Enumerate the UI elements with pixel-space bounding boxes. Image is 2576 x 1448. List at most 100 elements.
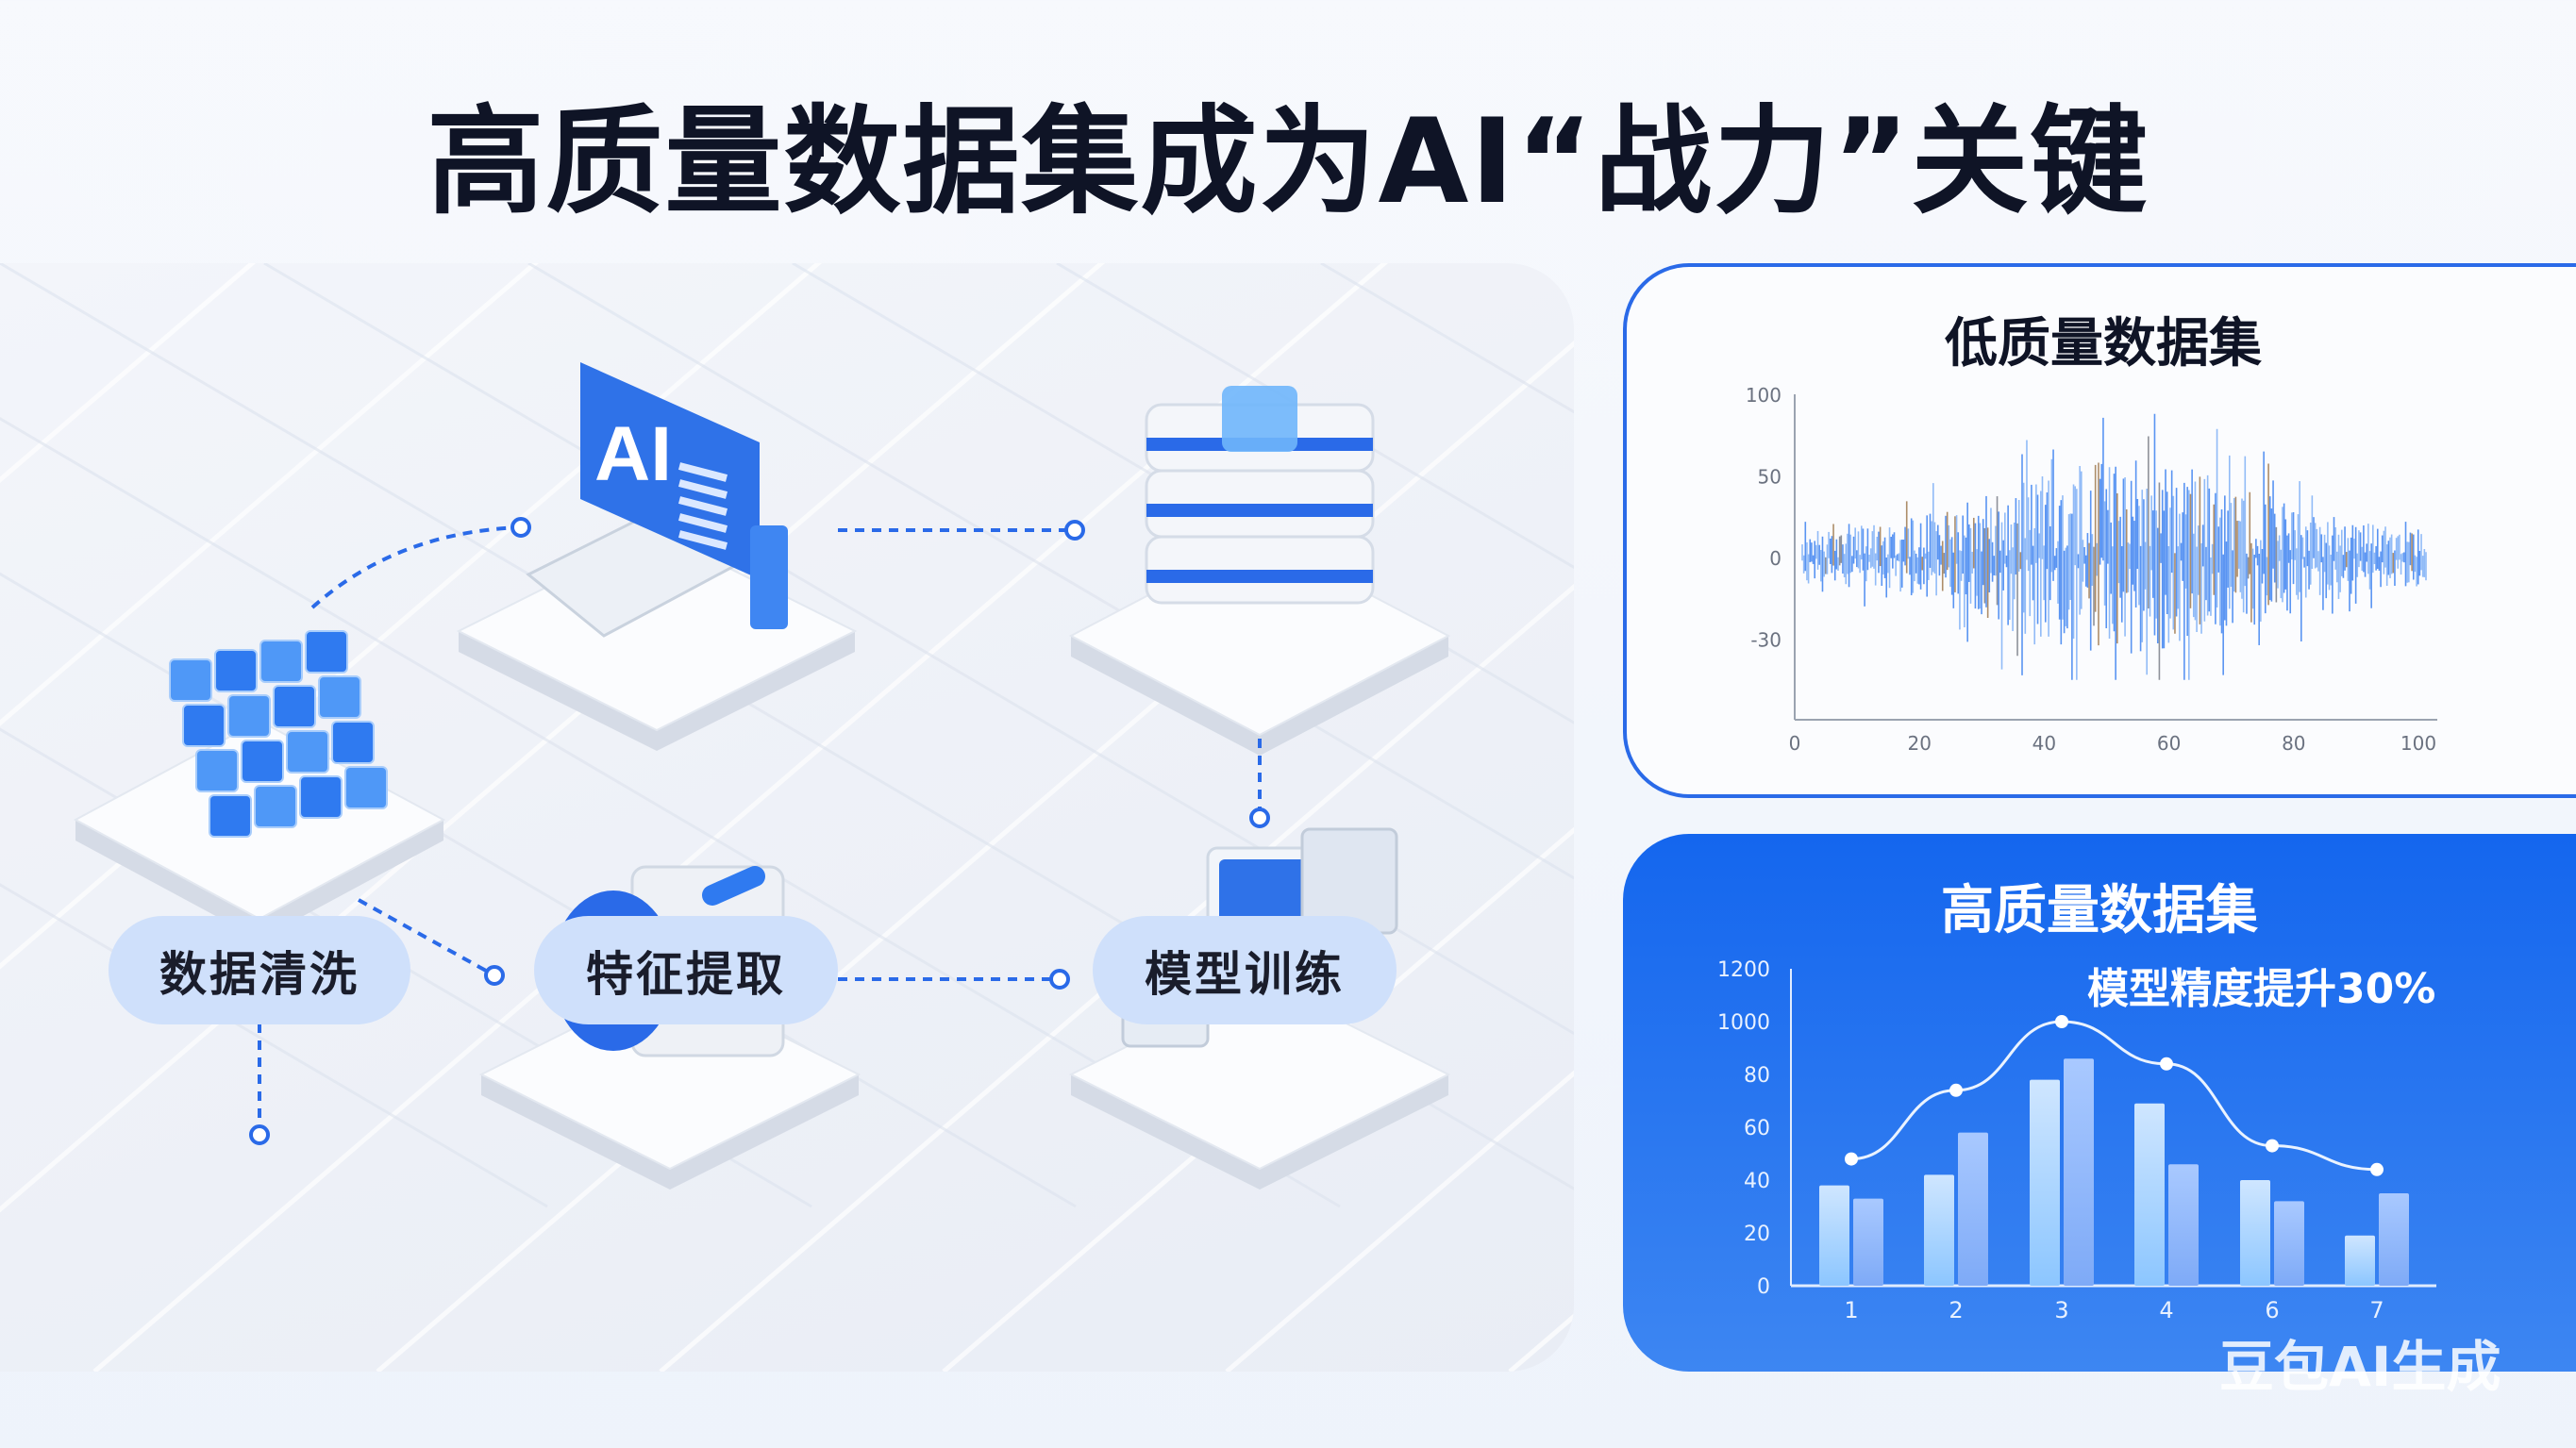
bar-series-b — [1853, 1198, 1883, 1286]
y-tick-label: 40 — [1744, 1170, 1770, 1193]
cube — [195, 749, 239, 792]
cube — [305, 630, 348, 674]
grid-line — [1508, 1313, 1574, 1372]
phone — [750, 525, 788, 629]
screen-line — [677, 513, 728, 533]
bar-series-b — [2064, 1058, 2094, 1286]
accuracy-point — [2160, 1057, 2173, 1071]
cube — [227, 694, 271, 738]
server-icon — [1068, 386, 1451, 756]
cube — [318, 675, 361, 719]
accuracy-line — [1850, 1020, 2378, 1172]
x-tick-label: 6 — [2265, 1297, 2279, 1323]
y-tick-label: 1000 — [1717, 1011, 1770, 1035]
x-tick-label: 0 — [1789, 732, 1801, 755]
x-tick-label: 60 — [2157, 732, 2181, 755]
y-tick-label: 0 — [1769, 547, 1781, 570]
stage-model-training: 模型训练 — [1093, 916, 1397, 1024]
stage-feature-extraction: 特征提取 — [534, 916, 838, 1024]
cube — [286, 730, 329, 774]
connector-node — [249, 1124, 270, 1145]
grid-line — [92, 263, 1389, 1372]
screen-line — [677, 530, 728, 550]
bar-series-a — [2240, 1180, 2270, 1286]
accuracy-point — [2055, 1015, 2068, 1028]
stage-data-cleaning: 数据清洗 — [109, 916, 410, 1024]
y-tick-label: 20 — [1744, 1223, 1770, 1246]
bar-series-b — [2379, 1193, 2409, 1286]
x-tick-label: 100 — [2400, 732, 2436, 755]
x-tick-label: 7 — [2369, 1297, 2384, 1323]
bar-series-a — [1924, 1174, 1954, 1286]
server-stripe — [1146, 570, 1373, 583]
connector-node — [1249, 807, 1270, 828]
accuracy-point — [1845, 1152, 1858, 1166]
grid-line — [376, 341, 1574, 1372]
platform-side — [75, 820, 443, 940]
connector-node — [510, 517, 531, 538]
bar-series-b — [2274, 1201, 2304, 1286]
grid-line — [659, 583, 1574, 1372]
connector-node — [1064, 520, 1085, 541]
cube — [273, 685, 316, 728]
grid-line — [0, 263, 257, 483]
connector-node — [1049, 969, 1070, 990]
bar-series-a — [2345, 1235, 2375, 1286]
y-tick-label: 100 — [1746, 384, 1781, 407]
grid-line — [0, 263, 540, 726]
accuracy-annotation: 模型精度提升30% — [2087, 965, 2436, 1013]
y-tick-label: -30 — [1750, 629, 1781, 652]
screen-line — [677, 462, 728, 482]
pipeline-diagram: AI — [0, 263, 1574, 1372]
x-tick-label: 2 — [1949, 1297, 1963, 1323]
bar-series-b — [2168, 1164, 2199, 1286]
cube — [254, 785, 297, 828]
platform-side — [459, 631, 855, 751]
x-tick-label: 1 — [1844, 1297, 1858, 1323]
ai-laptop-icon: AI — [456, 362, 858, 751]
bar-series-b — [1958, 1132, 1988, 1286]
x-tick-label: 3 — [2054, 1297, 2068, 1323]
cube — [331, 721, 375, 764]
x-tick-label: 4 — [2159, 1297, 2173, 1323]
platform-side — [1071, 636, 1448, 756]
grid-line — [263, 263, 1574, 1036]
dashed-connector — [358, 898, 495, 977]
y-tick-label: 60 — [1744, 1117, 1770, 1140]
cube — [299, 775, 343, 819]
cube — [182, 704, 226, 747]
cube — [169, 658, 212, 702]
bar-series-a — [1819, 1185, 1849, 1286]
grid-line — [0, 883, 548, 1208]
dashed-connector — [310, 525, 522, 609]
cube — [344, 766, 388, 809]
x-tick-label: 80 — [2282, 732, 2305, 755]
watermark: 豆包AI生成 — [2219, 1335, 2501, 1399]
low-quality-title: 低质量数据集 — [1945, 313, 2262, 374]
cube — [241, 740, 284, 783]
grid-line — [0, 416, 1341, 1208]
platform-side — [1071, 1074, 1448, 1190]
bar-series-a — [2134, 1103, 2165, 1286]
x-tick-label: 20 — [1907, 732, 1931, 755]
screen-ai-text: AI — [594, 411, 672, 497]
camera-handle — [702, 866, 765, 906]
data-cubes-icon — [73, 630, 446, 940]
connector-node — [484, 965, 505, 986]
grid-line — [1225, 1070, 1574, 1372]
y-tick-label: 50 — [1758, 466, 1781, 489]
cube — [214, 649, 258, 692]
accuracy-point — [1949, 1083, 1963, 1097]
cube — [259, 640, 303, 683]
y-tick-label: 1200 — [1717, 958, 1770, 982]
grid-line — [792, 263, 1574, 724]
grid-line — [527, 263, 1574, 880]
page-title: 高质量数据集成为AI“战力”关键 — [427, 94, 2149, 230]
y-tick-label: 80 — [1744, 1064, 1770, 1088]
bar-series-a — [2030, 1079, 2060, 1286]
screen-line — [677, 479, 728, 499]
grid-line — [0, 263, 1106, 1213]
